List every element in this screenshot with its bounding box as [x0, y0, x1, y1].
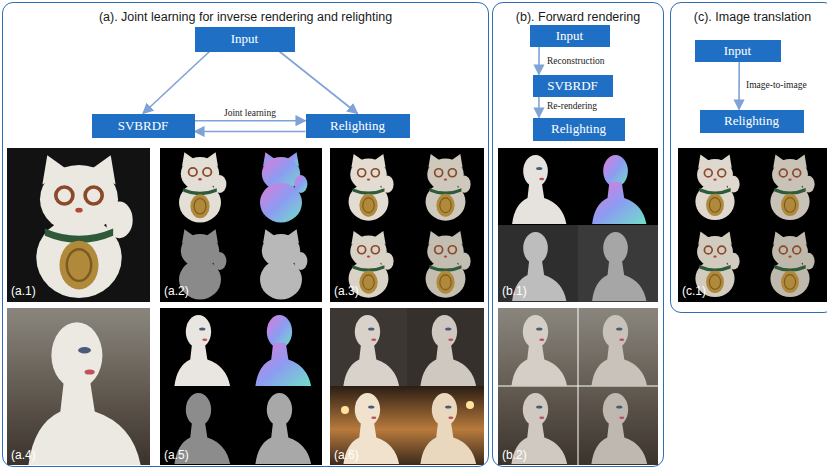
panel-title: (c). Image translation	[694, 10, 811, 24]
image-a1	[7, 148, 150, 302]
box-label: Input	[724, 43, 751, 59]
process-box: SVBRDF	[92, 114, 195, 138]
box-label: Relighting	[724, 113, 779, 129]
box-label: SVBRDF	[547, 78, 598, 94]
panel-tag: (b.2)	[502, 448, 527, 462]
arrow-label: Image-to-image	[745, 79, 808, 91]
arrow-label: Re-rendering	[546, 100, 598, 112]
arrow-label: Joint learning	[223, 107, 277, 119]
process-box: Relighting	[306, 114, 410, 138]
panel-tag: (a.6)	[334, 448, 359, 462]
panel-frame: (b). Forward renderingInputSVBRDF Relight…	[492, 2, 664, 467]
process-box: SVBRDF	[533, 75, 613, 97]
process-box: Input	[530, 25, 610, 47]
process-box: Relighting	[533, 118, 625, 141]
panel-tag: (a.3)	[334, 284, 359, 298]
arrow-label: Reconstruction	[546, 55, 606, 67]
panel-tag: (a.4)	[11, 448, 36, 462]
panel-tag: (c.1)	[682, 284, 706, 298]
box-label: Relighting	[551, 121, 606, 137]
flow-arrow	[280, 52, 358, 114]
panel-tag: (a.2)	[164, 284, 189, 298]
image-b1	[498, 148, 658, 302]
panel-tag: (a.5)	[164, 448, 189, 462]
panel-title: (a). Joint learning for inverse renderin…	[99, 10, 392, 24]
box-label: SVBRDF	[118, 118, 169, 134]
image-a6	[330, 308, 484, 465]
flow-arrow	[538, 47, 540, 75]
flow-arrow	[195, 120, 306, 122]
box-label: Input	[556, 28, 583, 44]
image-a2	[160, 148, 322, 302]
process-box: Input	[195, 27, 295, 52]
process-box: Relighting	[700, 110, 804, 133]
flow-arrow	[538, 97, 540, 118]
box-label: Relighting	[330, 118, 385, 134]
image-c1	[678, 148, 827, 302]
panel-title: (b). Forward rendering	[516, 10, 640, 24]
flow-arrow	[738, 62, 740, 110]
panel-frame: (a). Joint learning for inverse renderin…	[2, 2, 489, 467]
image-b2	[498, 308, 658, 465]
panel-tag: (b.1)	[502, 284, 527, 298]
image-a3	[330, 148, 484, 302]
panel-frame: (c). Image translationInputRelighting	[670, 2, 827, 313]
box-label: Input	[231, 31, 258, 47]
image-a4	[7, 308, 150, 465]
panel-tag: (a.1)	[11, 284, 36, 298]
flow-arrow	[143, 52, 210, 114]
flow-arrow	[195, 131, 306, 133]
image-a5	[160, 308, 322, 465]
process-box: Input	[695, 40, 781, 62]
